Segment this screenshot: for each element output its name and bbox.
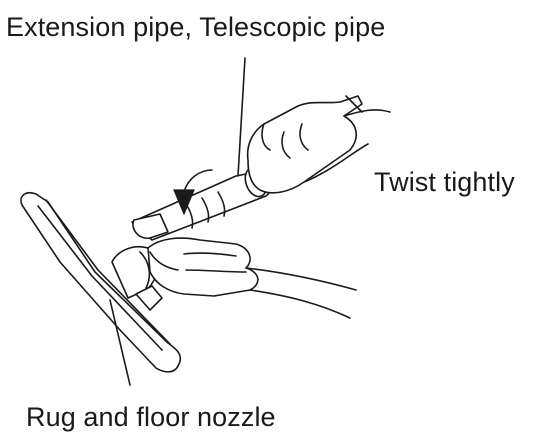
pipe-ring-3 <box>217 191 226 217</box>
upper-forearm-bottom <box>303 143 369 183</box>
twist-arrow-head <box>173 189 195 216</box>
nozzle-inner-rim <box>37 205 163 351</box>
upper-knuckle-1 <box>281 131 291 159</box>
lower-hand-outline <box>147 237 259 297</box>
upper-forearm-top <box>343 109 391 117</box>
upper-knuckle-2 <box>299 123 309 151</box>
lower-finger-1 <box>183 252 237 257</box>
extension-pipe-label: Extension pipe, Telescopic pipe <box>6 12 386 42</box>
upper-hand <box>246 95 363 194</box>
lower-forearm <box>249 289 351 319</box>
lower-finger-2 <box>185 269 247 273</box>
lower-wrist <box>245 267 357 291</box>
pipe-coupling <box>132 213 169 239</box>
twist-tightly-label: Twist tightly <box>374 167 515 197</box>
nozzle-leader-line <box>109 299 131 386</box>
floor-nozzle <box>20 191 182 373</box>
pipe-leader-line <box>237 57 246 177</box>
nozzle-pedal <box>135 285 163 311</box>
leader-lines <box>109 57 246 386</box>
nozzle-inner-rim-2 <box>45 199 171 345</box>
upper-thumb <box>261 123 271 151</box>
pipe-ring-2 <box>201 197 210 223</box>
twist-arrow <box>173 169 213 216</box>
lower-thumb <box>149 251 179 271</box>
twist-arrow-curve <box>183 169 213 193</box>
floor-nozzle-label: Rug and floor nozzle <box>26 402 276 432</box>
upper-arm <box>303 109 391 183</box>
lower-hand <box>147 237 357 319</box>
upper-sleeve-line <box>345 95 363 113</box>
